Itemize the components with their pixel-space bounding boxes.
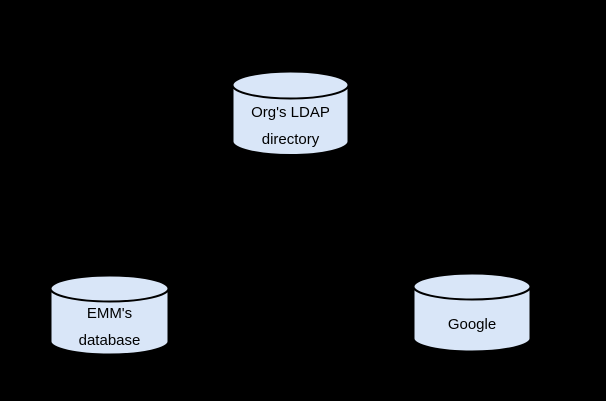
node-orgs-ldap-directory: Org's LDAP directory bbox=[231, 70, 350, 157]
cylinder-body bbox=[49, 288, 170, 356]
database-cylinder-icon bbox=[49, 274, 170, 356]
cylinder-body bbox=[231, 85, 350, 156]
cylinder-body bbox=[412, 286, 532, 353]
cylinder-top bbox=[412, 272, 532, 301]
cylinder-top bbox=[49, 274, 170, 303]
node-emm-database: EMM's database bbox=[49, 274, 170, 356]
database-cylinder-icon bbox=[231, 70, 350, 156]
cylinder-top bbox=[231, 70, 350, 100]
node-google: Google bbox=[412, 272, 532, 353]
database-cylinder-icon bbox=[412, 272, 532, 353]
